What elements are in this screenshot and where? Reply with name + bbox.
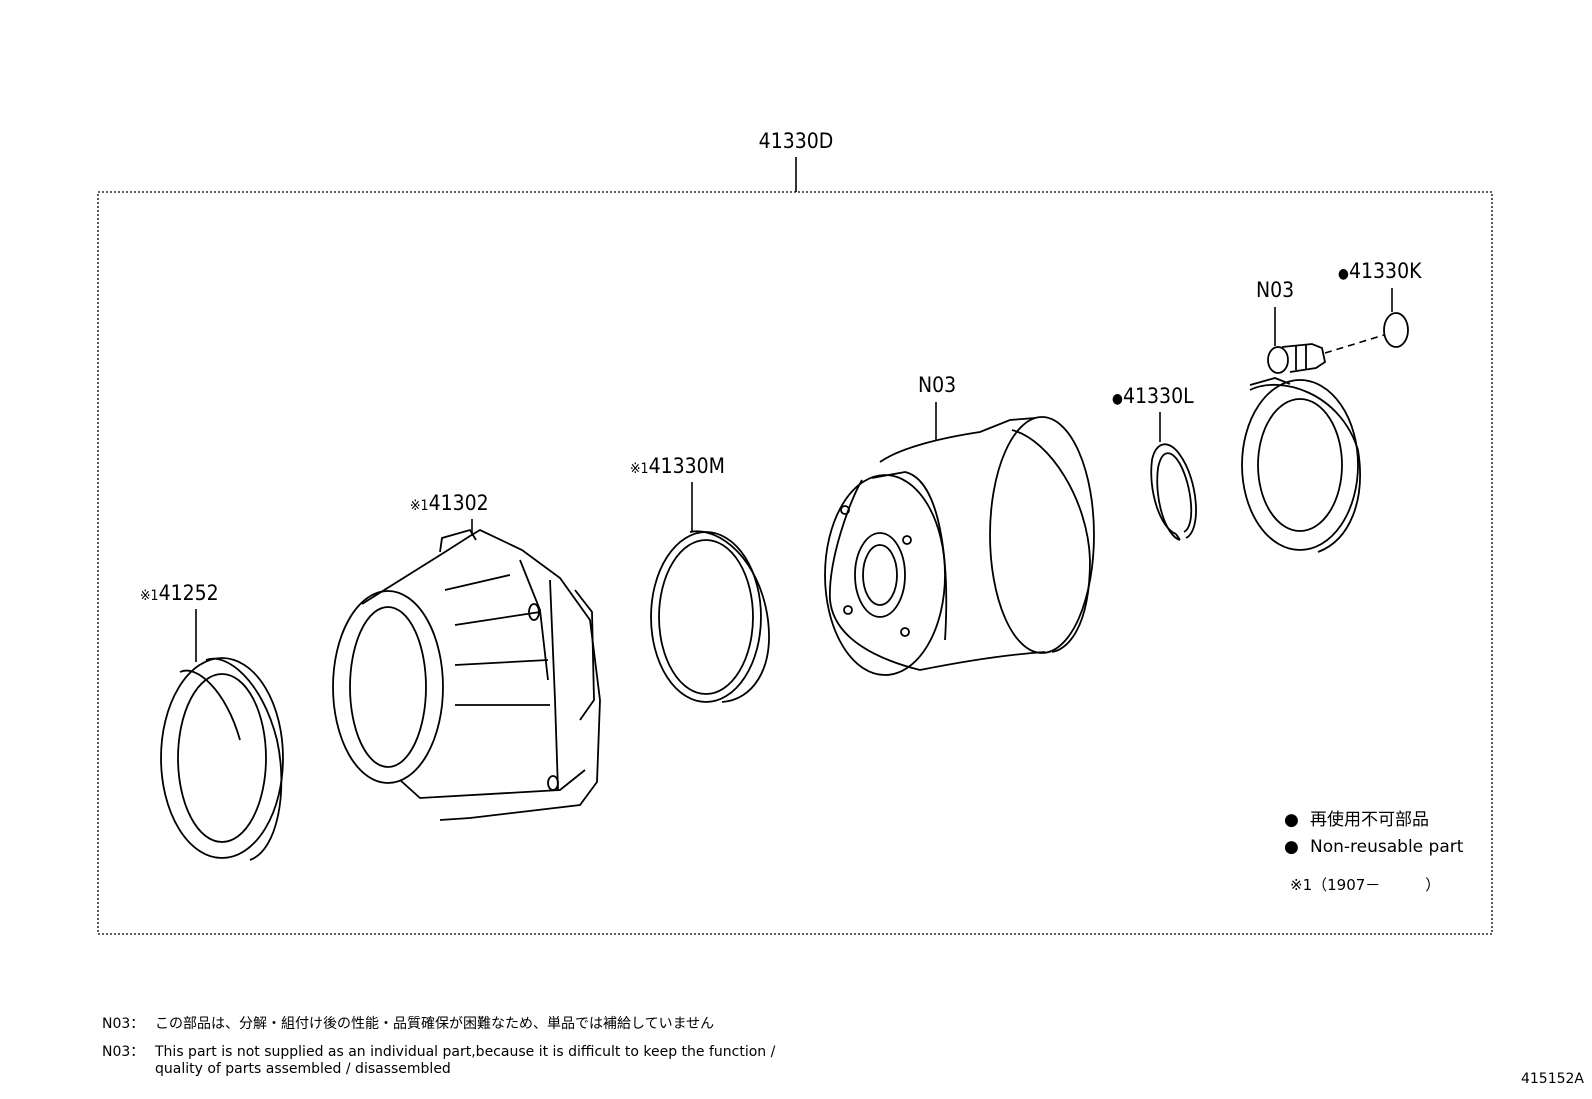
part-41302-housing[interactable] [332, 528, 601, 821]
part-41330L-snap-ring[interactable] [1150, 443, 1197, 541]
label-part-N03-sensor[interactable]: N03 [1256, 278, 1294, 302]
legend-bullet-2: ● [1284, 837, 1299, 857]
figure-id: 415152A [1520, 1071, 1584, 1087]
footnote-code: N03： [102, 1016, 145, 1032]
label-part-N03-actuator[interactable]: N03 [918, 373, 956, 397]
footnote-en-continued: quality of parts assembled / disassemble… [102, 1061, 902, 1079]
footnote-code: N03： [102, 1044, 145, 1060]
label-part-41330M[interactable]: ※141330M [630, 454, 725, 478]
label-part-41330K[interactable]: ●41330K [1338, 259, 1422, 283]
footnote-text: この部品は、分解・組付け後の性能・品質確保が困難なため、単品では補給していません [155, 1016, 715, 1032]
legend: ● 再使用不可部品 ● Non-reusable part ※1（1907－ ） [1284, 809, 1464, 894]
assembly-boundary [97, 191, 1493, 935]
label-part-41302[interactable]: ※141302 [410, 491, 489, 515]
legend-bullet-1: ● [1284, 810, 1299, 830]
part-N03-sensor[interactable] [1241, 343, 1361, 553]
part-41252-seal[interactable] [160, 657, 284, 861]
legend-non-reusable-en: Non-reusable part [1310, 837, 1464, 857]
footnote-ja: N03： この部品は、分解・組付け後の性能・品質確保が困難なため、単品では補給し… [102, 1016, 902, 1034]
assembly-part-number[interactable]: 41330D [759, 129, 834, 153]
part-N03-actuator[interactable] [824, 416, 1095, 676]
part-41330M-ring[interactable] [650, 530, 770, 703]
footnote-text: This part is not supplied as an individu… [155, 1044, 776, 1060]
legend-non-reusable-ja: 再使用不可部品 [1310, 809, 1429, 830]
label-part-41252[interactable]: ※141252 [140, 581, 219, 605]
part-41330K-o-ring[interactable] [1383, 312, 1409, 348]
footnote-en: N03： This part is not supplied as an ind… [102, 1044, 902, 1062]
footnote-text: quality of parts assembled / disassemble… [155, 1061, 451, 1077]
legend-applicability: ※1（1907－ ） [1290, 876, 1440, 894]
leader-41330K-dashed [1324, 334, 1385, 354]
label-part-41330L[interactable]: ●41330L [1112, 384, 1194, 408]
